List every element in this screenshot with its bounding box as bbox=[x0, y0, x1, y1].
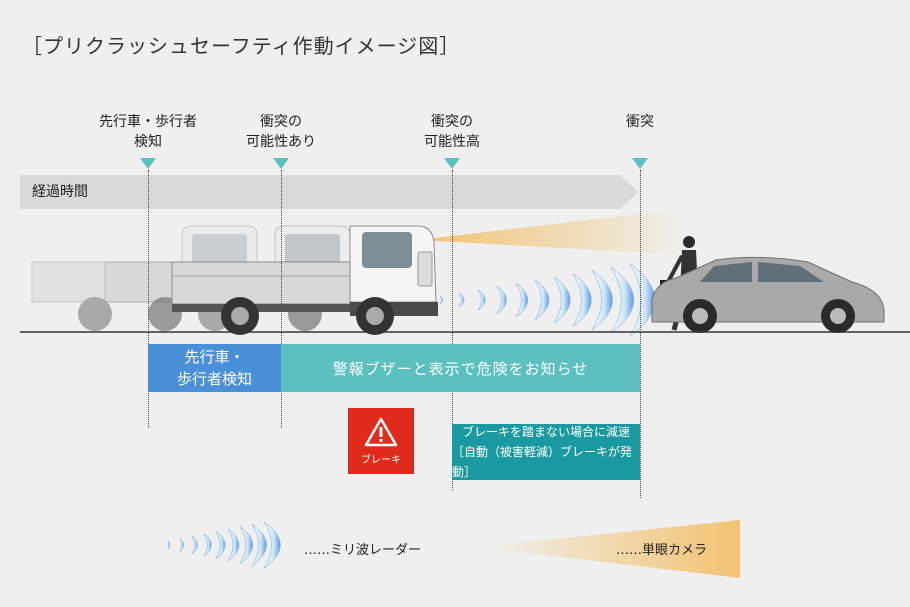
time-bar-label: 経過時間 bbox=[32, 184, 88, 200]
diagram-title: ［プリクラッシュセーフティ作動イメージ図］ bbox=[22, 34, 461, 58]
detect-box: 先行車・ 歩行者検知 bbox=[148, 344, 281, 392]
radar-wave-arc bbox=[477, 289, 486, 311]
milestone-high-line1: 衝突の bbox=[431, 114, 473, 130]
radar-wave-arc bbox=[458, 292, 465, 308]
radar-wave-arc bbox=[515, 282, 529, 318]
radar-wave-arc bbox=[534, 279, 550, 321]
warning-label: ブレーキ bbox=[361, 454, 401, 466]
legend-radar-wave-arc bbox=[227, 528, 240, 562]
milestone-possible-marker bbox=[273, 158, 289, 169]
radar-waves bbox=[439, 263, 656, 337]
timeline-line-detect bbox=[148, 170, 149, 428]
milestone-possible-label: 衝突の 可能性あり bbox=[246, 112, 316, 152]
warning-triangle-icon bbox=[364, 417, 398, 446]
milestone-collision-label: 衝突 bbox=[626, 112, 654, 132]
detect-box-line1: 先行車・ bbox=[184, 348, 245, 366]
milestone-high-marker bbox=[444, 158, 460, 169]
milestone-possible-line1: 衝突の bbox=[260, 114, 302, 130]
legend-radar-wave-arc bbox=[239, 526, 254, 564]
legend-radar-wave-arc bbox=[167, 540, 171, 550]
radar-wave-arc bbox=[610, 266, 635, 334]
buzzer-warning-box: 警報ブザーと表示で危険をお知らせ bbox=[281, 344, 640, 392]
camera-beam bbox=[418, 208, 690, 255]
milestone-high-label: 衝突の 可能性高 bbox=[424, 112, 480, 152]
legend-radar-wave-arc bbox=[215, 531, 226, 559]
radar-wave-arc bbox=[553, 276, 571, 324]
radar-wave-arc bbox=[439, 295, 444, 305]
radar-wave-arc bbox=[496, 286, 507, 314]
legend-camera-beam bbox=[478, 520, 740, 578]
milestone-detect-marker bbox=[140, 158, 156, 169]
timeline-line-collision bbox=[640, 170, 641, 498]
detect-box-line2: 歩行者検知 bbox=[176, 370, 252, 388]
legend-radar-wave-arc bbox=[263, 521, 281, 569]
brake-warning-indicator: ブレーキ bbox=[348, 408, 414, 474]
legend-radar-wave-arc bbox=[179, 538, 185, 552]
milestone-possible-line2: 可能性あり bbox=[246, 134, 316, 150]
auto-brake-box: ブレーキを踏まない場合に減速 ［自動（被害軽減）ブレーキが発動］ bbox=[452, 424, 640, 480]
legend-radar-waves bbox=[167, 521, 281, 569]
legend-camera-label: ……単眼カメラ bbox=[616, 543, 708, 558]
auto-brake-line1: ブレーキを踏まない場合に減速 bbox=[461, 425, 630, 439]
legend-radar-wave-arc bbox=[251, 523, 267, 567]
milestone-high-line2: 可能性高 bbox=[424, 134, 480, 150]
legend-radar-wave-arc bbox=[203, 533, 212, 557]
legend-radar-label: ……ミリ波レーダー bbox=[304, 543, 422, 558]
time-bar bbox=[20, 175, 638, 209]
milestone-detect-label: 先行車・歩行者 検知 bbox=[99, 112, 197, 152]
timeline-line-high bbox=[452, 170, 453, 490]
legend-radar-wave-arc bbox=[191, 535, 198, 555]
radar-wave-arc bbox=[572, 273, 592, 327]
radar-wave-arc bbox=[591, 270, 613, 330]
car bbox=[651, 256, 885, 333]
milestone-detect-line2: 検知 bbox=[134, 134, 162, 150]
milestone-detect-line1: 先行車・歩行者 bbox=[99, 114, 197, 130]
milestone-collision-line2: 衝突 bbox=[626, 114, 654, 130]
truck-main bbox=[171, 225, 438, 335]
auto-brake-line2: ［自動（被害軽減）ブレーキが発動］ bbox=[452, 445, 633, 479]
milestone-collision-marker bbox=[632, 158, 648, 169]
timeline-line-possible bbox=[281, 170, 282, 428]
